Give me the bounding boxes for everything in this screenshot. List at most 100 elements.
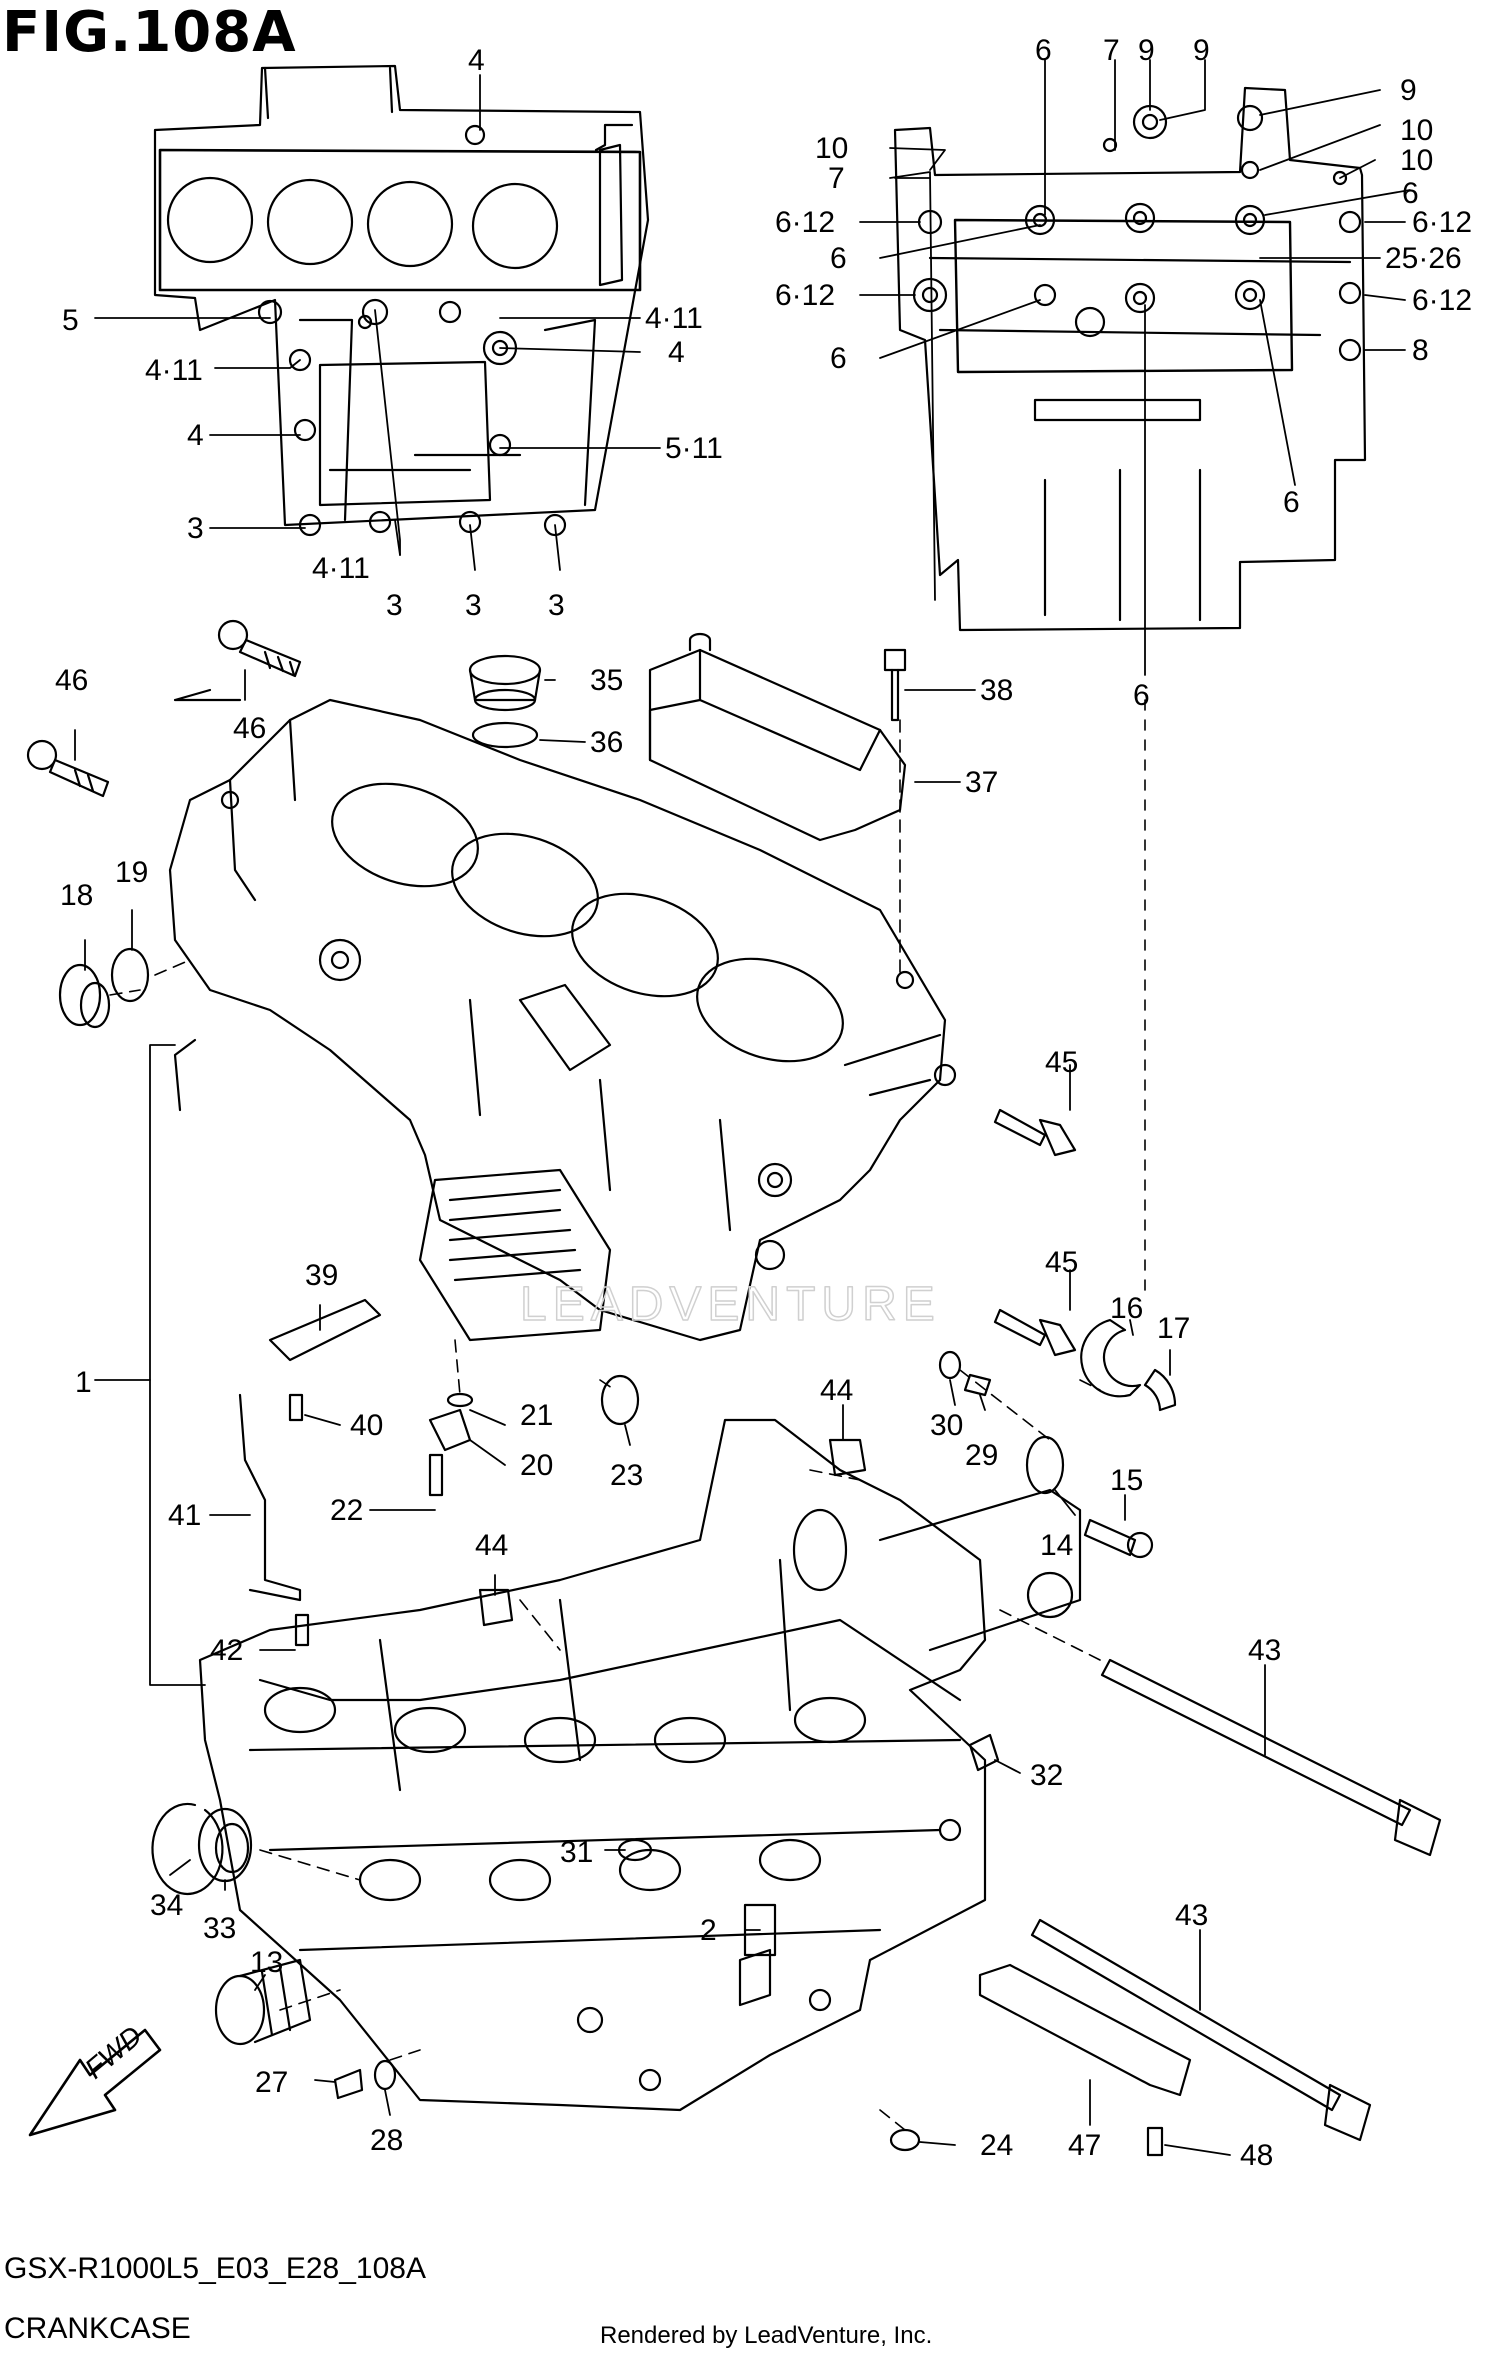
figure-title: FIG.108A xyxy=(2,0,297,65)
callout-6-12: 6·12 xyxy=(1412,284,1472,317)
callout-41: 41 xyxy=(168,1499,201,1532)
callout-32: 32 xyxy=(1030,1759,1063,1792)
callout-48: 48 xyxy=(1240,2139,1273,2172)
callout-31: 31 xyxy=(560,1836,593,1869)
callout-6: 6 xyxy=(1133,679,1150,712)
nut-44-b xyxy=(478,1588,514,1627)
callout-9: 9 xyxy=(1138,34,1155,67)
o-ring-19 xyxy=(110,947,150,1003)
callout-10: 10 xyxy=(1400,114,1433,147)
callout-42: 42 xyxy=(210,1634,243,1667)
callout-44: 44 xyxy=(475,1529,508,1562)
callout-3: 3 xyxy=(465,589,482,622)
callout-43: 43 xyxy=(1248,1634,1281,1667)
callout-35: 35 xyxy=(590,664,623,697)
bolt-38 xyxy=(883,648,907,722)
callout-6: 6 xyxy=(830,342,847,375)
render-credit: Rendered by LeadVenture, Inc. xyxy=(600,2322,933,2349)
callout-30: 30 xyxy=(930,1409,963,1442)
callout-10: 10 xyxy=(815,132,848,165)
lower-crankcase xyxy=(198,1418,1082,2112)
callout-4: 4 xyxy=(468,44,485,77)
callout-29: 29 xyxy=(965,1439,998,1472)
callout-15: 15 xyxy=(1110,1464,1143,1497)
callout-40: 40 xyxy=(350,1409,383,1442)
callout-5: 5 xyxy=(62,304,79,337)
callout-6-12: 6·12 xyxy=(1412,206,1472,239)
watermark: LEADVENTURE xyxy=(520,1278,941,1331)
plug-18 xyxy=(58,963,111,1029)
callout-45: 45 xyxy=(1045,1246,1078,1279)
o-ring-36 xyxy=(471,721,539,749)
callout-27: 27 xyxy=(255,2066,288,2099)
bolt-46-b xyxy=(26,739,110,798)
callout-4-11: 4·11 xyxy=(645,302,703,335)
callout-2: 2 xyxy=(700,1914,717,1947)
callout-6-12: 6·12 xyxy=(775,206,835,239)
callout-45: 45 xyxy=(1045,1046,1078,1079)
callout-8: 8 xyxy=(1412,334,1429,367)
callout-43: 43 xyxy=(1175,1899,1208,1932)
callout-39: 39 xyxy=(305,1259,338,1292)
callout-24: 24 xyxy=(980,2129,1013,2162)
callout-38: 38 xyxy=(980,674,1013,707)
washer-21 xyxy=(446,1392,474,1408)
plug-23 xyxy=(600,1374,640,1426)
callout-5-11: 5·11 xyxy=(665,432,723,465)
valve-13 xyxy=(214,1958,312,2046)
nut-44-a xyxy=(828,1438,867,1477)
callout-25-26: 25·26 xyxy=(1385,242,1462,275)
callout-16: 16 xyxy=(1110,1292,1143,1325)
bolt-22 xyxy=(428,1453,444,1497)
callout-37: 37 xyxy=(965,766,998,799)
callout-34: 34 xyxy=(150,1889,183,1922)
ring-34 xyxy=(151,1802,224,1895)
cover-37 xyxy=(648,632,907,842)
leader-lines xyxy=(74,59,1411,2156)
bolt-40 xyxy=(288,1393,304,1422)
callout-46: 46 xyxy=(55,664,88,697)
o-ring-14 xyxy=(1025,1435,1065,1495)
bolt-15 xyxy=(1083,1518,1154,1559)
callout-7: 7 xyxy=(828,162,845,195)
fwd-arrow: FWD xyxy=(28,2020,162,2137)
bearing-16 xyxy=(1080,1318,1142,1398)
assembly-dashes xyxy=(109,699,1146,2131)
callout-19: 19 xyxy=(115,856,148,889)
callout-17: 17 xyxy=(1157,1312,1190,1345)
callout-22: 22 xyxy=(330,1494,363,1527)
callout-23: 23 xyxy=(610,1459,643,1492)
callout-13: 13 xyxy=(250,1946,283,1979)
callout-21: 21 xyxy=(520,1399,553,1432)
callout-46: 46 xyxy=(233,712,266,745)
callout-33: 33 xyxy=(203,1912,236,1945)
dowel-2 xyxy=(743,1903,777,1957)
callout-36: 36 xyxy=(590,726,623,759)
callout-18: 18 xyxy=(60,879,93,912)
bolt-29 xyxy=(963,1373,992,1397)
washer-28 xyxy=(373,2059,397,2091)
cap-35 xyxy=(468,654,542,712)
callout-3: 3 xyxy=(548,589,565,622)
bolt-48 xyxy=(1146,2126,1164,2157)
inset-upper-case xyxy=(153,64,650,537)
callout-14: 14 xyxy=(1040,1529,1073,1562)
bolt-45-b xyxy=(993,1308,1077,1357)
washer-30 xyxy=(938,1350,962,1380)
callout-20: 20 xyxy=(520,1449,553,1482)
clip-32 xyxy=(968,1733,1000,1772)
callout-6: 6 xyxy=(1035,34,1052,67)
upper-crankcase xyxy=(168,688,957,1342)
callout-6: 6 xyxy=(830,242,847,275)
bolt-46-a xyxy=(217,619,302,678)
bolt-45-a xyxy=(993,1108,1077,1157)
inset-lower-case xyxy=(889,86,1367,632)
callout-3: 3 xyxy=(386,589,403,622)
callout-6: 6 xyxy=(1402,177,1419,210)
callout-9: 9 xyxy=(1400,74,1417,107)
callout-6-12: 6·12 xyxy=(775,279,835,312)
stud-43-a xyxy=(1100,1658,1442,1857)
callout-44: 44 xyxy=(820,1374,853,1407)
